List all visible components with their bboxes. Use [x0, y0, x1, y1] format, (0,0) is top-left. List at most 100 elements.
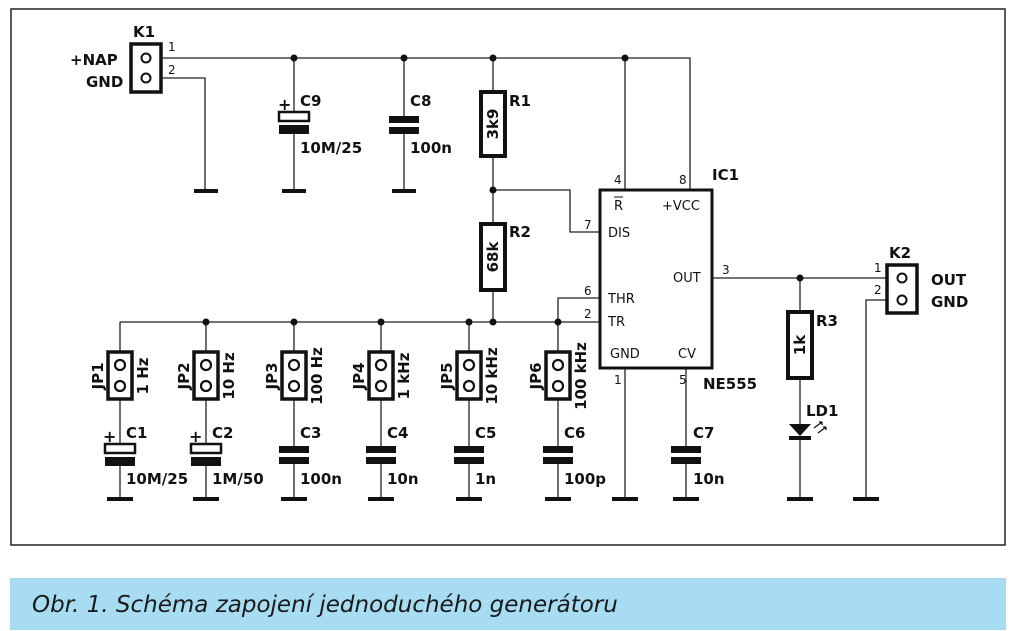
r3-value: 1k: [791, 334, 809, 355]
r1-value: 3k9: [484, 109, 502, 140]
jumper-ref: JP3: [263, 362, 281, 390]
capacitor-c8: C8 100n: [389, 92, 452, 157]
capacitor-ref: C5: [475, 424, 496, 442]
capacitor-ref: C1: [126, 424, 147, 442]
ground-symbols: [107, 497, 879, 501]
capacitor-plate: [454, 446, 484, 453]
r3-ref: R3: [816, 312, 838, 330]
capacitor-value: 100p: [564, 470, 606, 488]
k2-ref: K2: [889, 244, 911, 262]
svg-text:+: +: [278, 95, 291, 114]
capacitor-plate: [105, 457, 135, 466]
connector-k2: K2 OUT GND 1 2: [874, 244, 968, 315]
ld1-ref: LD1: [806, 402, 838, 420]
capacitor-value: 1n: [475, 470, 496, 488]
ic-ref: IC1: [712, 166, 739, 184]
c7-ref: C7: [693, 424, 714, 442]
capacitor-plate: [189, 442, 223, 455]
jumper-frequency: 100 Hz: [308, 347, 326, 405]
ic-label-tr: TR: [607, 315, 625, 330]
capacitor-value: 1M/50: [212, 470, 264, 488]
jumper-frequency: 1 kHz: [395, 352, 413, 399]
jumper-ref: JP6: [527, 362, 545, 390]
ic-pin3: 3: [722, 263, 730, 277]
r2-value: 68k: [484, 241, 502, 273]
k1-sig-gnd: GND: [86, 73, 123, 91]
capacitor-ref: C6: [564, 424, 585, 442]
ic-type: NE555: [703, 375, 757, 393]
ic-ne555: IC1 NE555 R +VCC DIS OUT THR TR GND CV 4…: [584, 166, 757, 393]
k1-ref: K1: [133, 23, 155, 41]
ic-label-thr: THR: [607, 292, 635, 307]
resistor-r3: R3 1k: [786, 310, 838, 380]
schematic-diagram: K1 +NAP GND 1 2: [10, 8, 1006, 546]
ic-label-out: OUT: [673, 271, 701, 286]
r2-ref: R2: [509, 223, 531, 241]
capacitor-ref: C3: [300, 424, 321, 442]
capacitor-plate: [366, 446, 396, 453]
c7-value: 10n: [693, 470, 725, 488]
capacitor-plate: [543, 457, 573, 464]
jumper-frequency: 1 Hz: [134, 357, 152, 394]
ic-pin6: 6: [584, 284, 592, 298]
ic-pin8: 8: [679, 173, 687, 187]
ic-pin1: 1: [614, 373, 622, 387]
c9-value: 10M/25: [300, 139, 362, 157]
k1-pin1: 1: [168, 40, 176, 54]
capacitor-plate: [279, 457, 309, 464]
ic-label-r: R: [614, 199, 623, 214]
capacitor-c9: + C9 10M/25: [277, 92, 362, 157]
c9-ref: C9: [300, 92, 321, 110]
resistor-r2: R2 68k: [479, 222, 531, 292]
ic-label-dis: DIS: [608, 226, 630, 241]
capacitor-plate: [366, 457, 396, 464]
timing-column-3: JP3 100 Hz C3 100n: [263, 347, 342, 488]
ic-pin5: 5: [679, 373, 687, 387]
k2-pin2: 2: [874, 283, 882, 297]
timing-column-2: JP2 10 Hz + C2 1M/50: [175, 350, 264, 488]
capacitor-plate: [191, 457, 221, 466]
ic-label-vcc: +VCC: [662, 199, 700, 214]
jumper-ref: JP4: [350, 362, 368, 390]
jumper-ref: JP1: [89, 362, 107, 390]
capacitor-c7: C7 10n: [671, 424, 725, 488]
k1-sig-nap: +NAP: [70, 51, 118, 69]
k2-sig-out: OUT: [931, 271, 967, 289]
ic-pin4: 4: [614, 173, 622, 187]
ic-label-gnd: GND: [610, 347, 640, 362]
jumper-ref: JP2: [175, 362, 193, 390]
capacitor-plate: [543, 446, 573, 453]
diagram-frame: [10, 8, 1006, 546]
jumper-ref: JP5: [438, 362, 456, 390]
capacitor-value: 10n: [387, 470, 419, 488]
capacitor-plate: [279, 446, 309, 453]
caption-bar: Obr. 1. Schéma zapojení jednoduchého gen…: [10, 578, 1006, 630]
capacitor-ref: C4: [387, 424, 408, 442]
jumper-frequency: 10 Hz: [220, 352, 238, 400]
capacitor-plate: [454, 457, 484, 464]
ic-pin2: 2: [584, 307, 592, 321]
ic-label-cv: CV: [678, 347, 696, 362]
k2-pin1: 1: [874, 261, 882, 275]
capacitor-ref: C2: [212, 424, 233, 442]
resistor-r1: R1 3k9: [479, 90, 531, 158]
r1-ref: R1: [509, 92, 531, 110]
capacitor-plate: [103, 442, 137, 455]
capacitor-value: 10M/25: [126, 470, 188, 488]
capacitor-value: 100n: [300, 470, 342, 488]
led-ld1: LD1: [789, 402, 838, 440]
jumper-frequency: 10 kHz: [483, 347, 501, 405]
connector-k1: K1 +NAP GND 1 2: [70, 23, 176, 94]
k2-sig-gnd: GND: [931, 293, 968, 311]
figure-caption: Obr. 1. Schéma zapojení jednoduchého gen…: [32, 592, 618, 618]
c8-ref: C8: [410, 92, 431, 110]
c8-value: 100n: [410, 139, 452, 157]
polarity-mark: +: [189, 427, 202, 446]
junction-dots: [202, 54, 804, 326]
k1-pin2: 2: [168, 63, 176, 77]
